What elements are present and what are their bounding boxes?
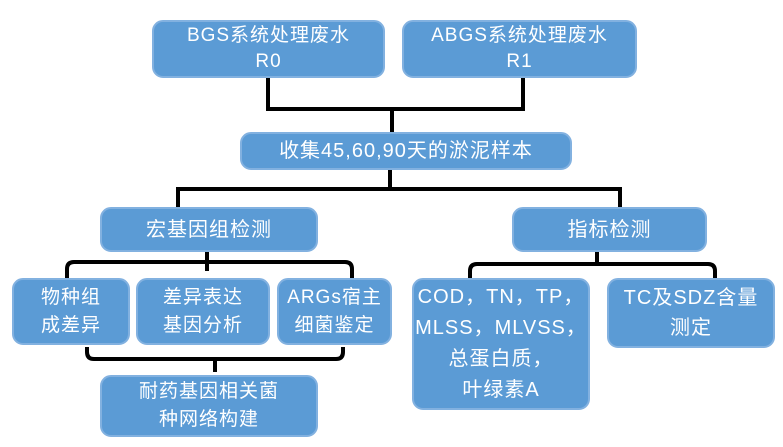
node-abgs-r1-label: R1: [506, 51, 533, 72]
node-abgs-r1-line: ABGS系统处理废水: [431, 25, 608, 46]
node-args-host-line: ARGs宿主: [287, 286, 382, 308]
node-collect-samples-line: 收集45,60,90天的淤泥样本: [279, 140, 533, 162]
node-differential-expression: 差异表达 基因分析: [136, 278, 270, 345]
node-args-host: ARGs宿主 细菌鉴定: [277, 278, 392, 345]
connector-metagenome-bracket: [65, 252, 354, 278]
connector-top-to-collect: [266, 78, 525, 132]
node-bgs-r0: BGS系统处理废水 R0: [152, 20, 385, 78]
node-species-composition-line: 成差异: [40, 314, 101, 336]
node-tc-sdz: TC及SDZ含量 测定: [607, 278, 775, 348]
node-resistance-network-line: 耐药基因相关菌: [138, 381, 279, 402]
node-tc-sdz-line: 测定: [670, 317, 712, 339]
node-species-composition: 物种组 成差异: [12, 278, 130, 345]
node-cod-indicators-line: MLSS，MLVSS，: [415, 317, 587, 339]
node-index-test: 指标检测: [512, 207, 707, 252]
node-abgs-r1: ABGS系统处理废水 R1: [402, 20, 637, 78]
node-index-test-line: 指标检测: [567, 218, 652, 241]
node-resistance-network: 耐药基因相关菌 种网络构建: [100, 375, 318, 437]
node-cod-indicators: COD，TN，TP， MLSS，MLVSS， 总蛋白质， 叶绿素A: [412, 278, 590, 410]
connector-network-brace: [85, 347, 345, 372]
node-resistance-network-line: 种网络构建: [158, 409, 259, 430]
node-bgs-r0-line: BGS系统处理废水: [186, 25, 351, 46]
node-cod-indicators-line: 总蛋白质，: [448, 348, 554, 370]
node-bgs-r0-label: R0: [255, 51, 282, 72]
node-args-host-line: 细菌鉴定: [294, 314, 375, 336]
node-cod-indicators-line: COD，TN，TP，: [417, 286, 585, 308]
node-collect-samples: 收集45,60,90天的淤泥样本: [240, 132, 572, 170]
node-tc-sdz-line: TC及SDZ含量: [623, 287, 759, 309]
node-cod-indicators-line: 叶绿素A: [462, 379, 540, 401]
node-differential-expression-line: 差异表达: [162, 286, 243, 308]
connector-index-bracket: [468, 252, 717, 278]
connector-collect-to-level2: [176, 170, 622, 207]
node-metagenome-test-line: 宏基因组检测: [146, 218, 272, 241]
node-metagenome-test: 宏基因组检测: [100, 207, 318, 252]
node-differential-expression-line: 基因分析: [162, 314, 243, 336]
node-species-composition-line: 物种组: [40, 286, 101, 308]
